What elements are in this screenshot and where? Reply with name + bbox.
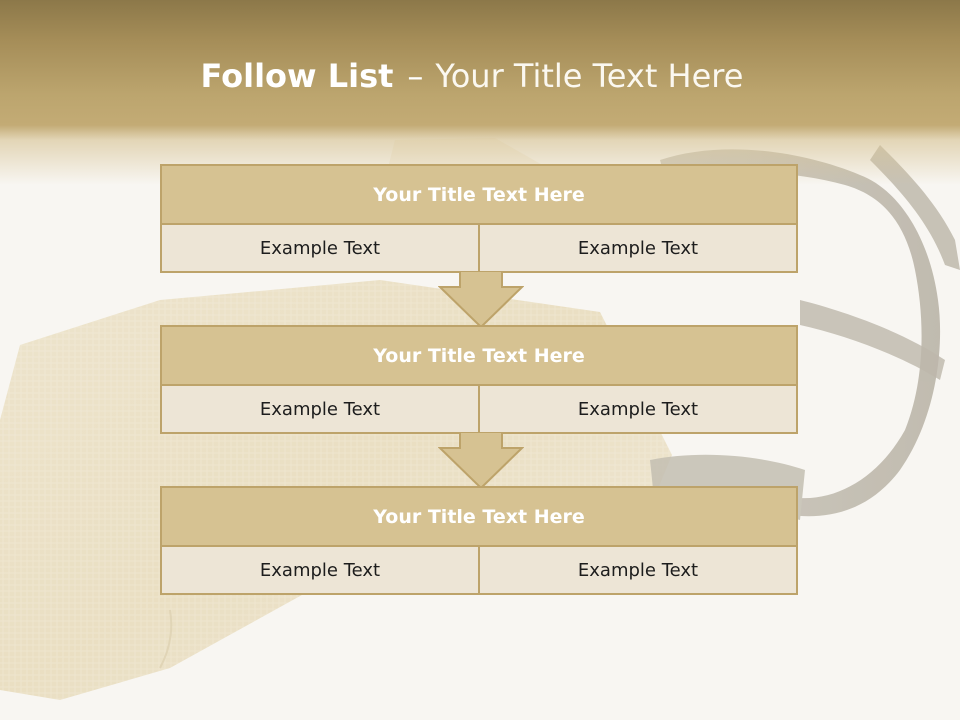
step-cell-left: Example Text (162, 225, 478, 271)
step-row: Example Text Example Text (162, 223, 796, 271)
slide-title-bold: Follow List (200, 57, 394, 95)
step-cell-right: Example Text (478, 547, 796, 593)
step-cell-right: Example Text (478, 225, 796, 271)
header-band (0, 0, 960, 185)
step-box-2: Your Title Text Here Example Text Exampl… (160, 325, 798, 434)
step-cell-left: Example Text (162, 547, 478, 593)
slide-title: Follow List–Your Title Text Here (0, 54, 944, 98)
slide-title-separator: – (407, 57, 424, 95)
step-row: Example Text Example Text (162, 384, 796, 432)
step-box-3: Your Title Text Here Example Text Exampl… (160, 486, 798, 595)
step-cell-left: Example Text (162, 386, 478, 432)
step-cell-right: Example Text (478, 386, 796, 432)
slide-title-rest: Your Title Text Here (435, 57, 744, 95)
down-arrow-icon (437, 270, 525, 329)
step-title: Your Title Text Here (162, 488, 796, 545)
step-title: Your Title Text Here (162, 327, 796, 384)
step-title: Your Title Text Here (162, 166, 796, 223)
step-box-1: Your Title Text Here Example Text Exampl… (160, 164, 798, 273)
down-arrow-icon (437, 431, 525, 490)
step-row: Example Text Example Text (162, 545, 796, 593)
